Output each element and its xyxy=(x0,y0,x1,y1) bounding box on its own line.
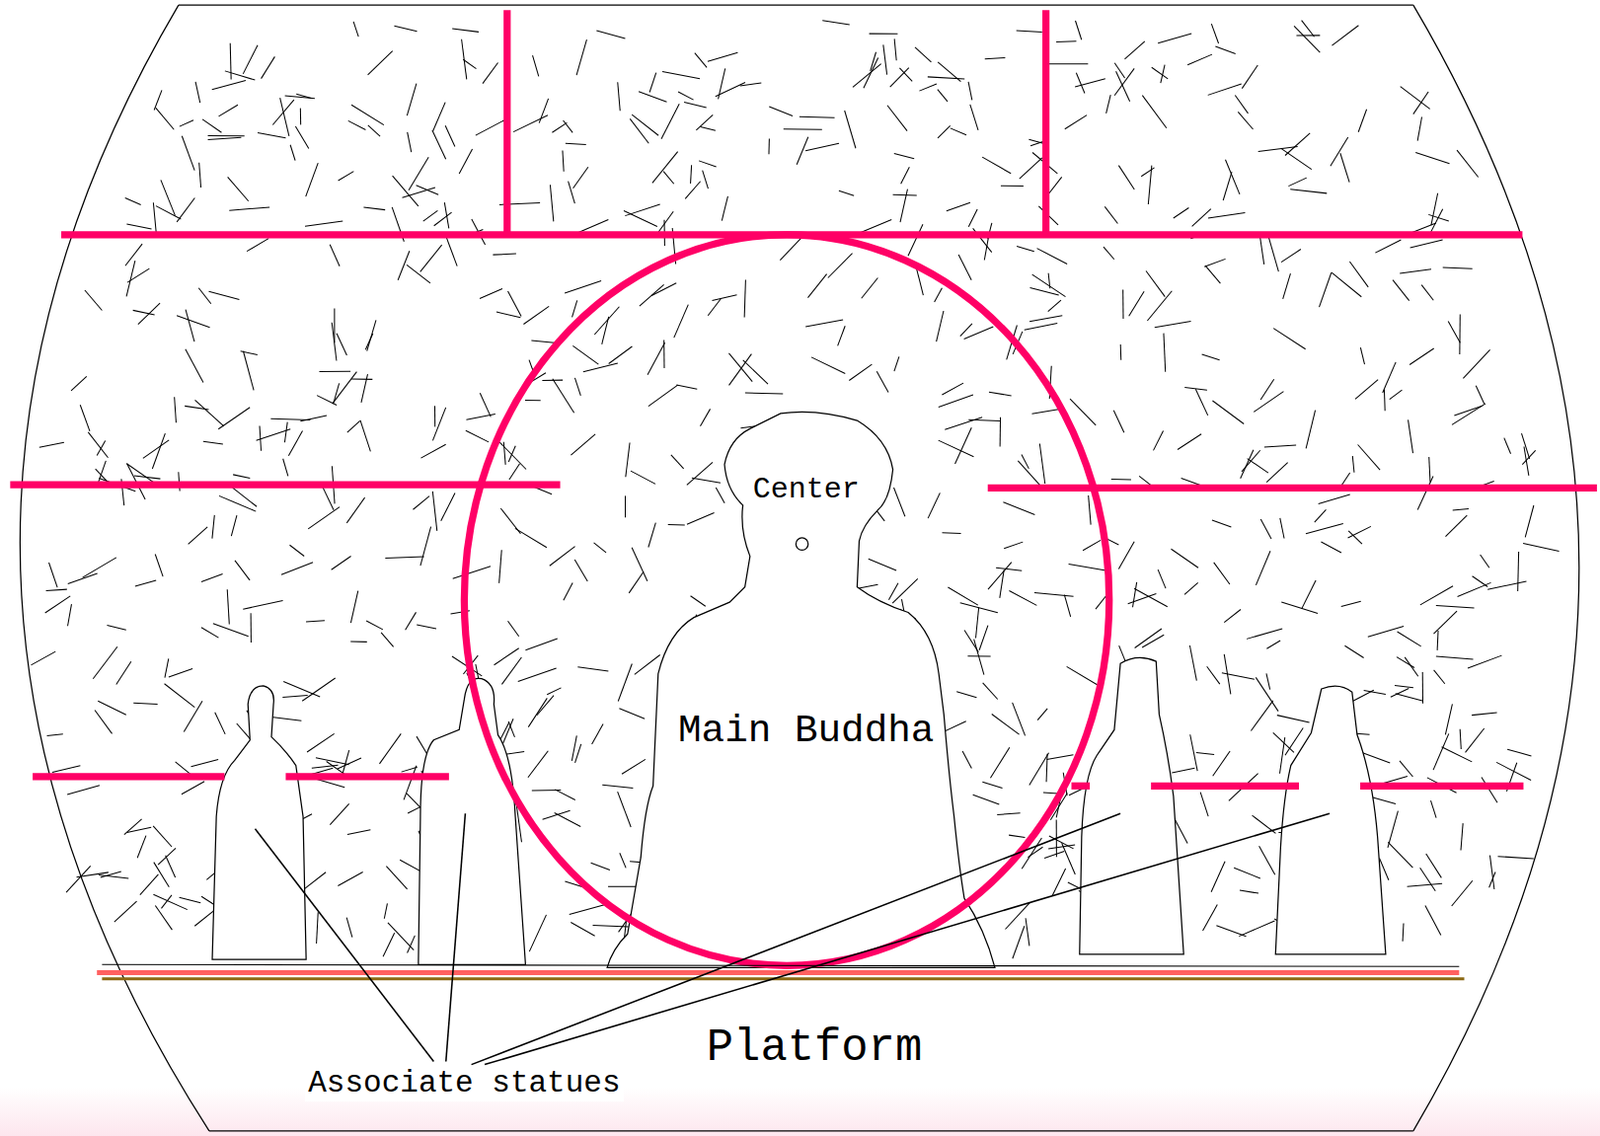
bottom-band xyxy=(0,1086,1600,1136)
center-label: Center xyxy=(750,472,863,508)
associate-label: Associate statues xyxy=(304,1066,623,1102)
main-figure-label: Main Buddha xyxy=(675,709,937,755)
layout-lines xyxy=(9,9,1598,966)
platform-label: Platform xyxy=(703,1022,925,1074)
grotto-outline xyxy=(19,4,1579,1132)
center-point xyxy=(795,537,808,550)
